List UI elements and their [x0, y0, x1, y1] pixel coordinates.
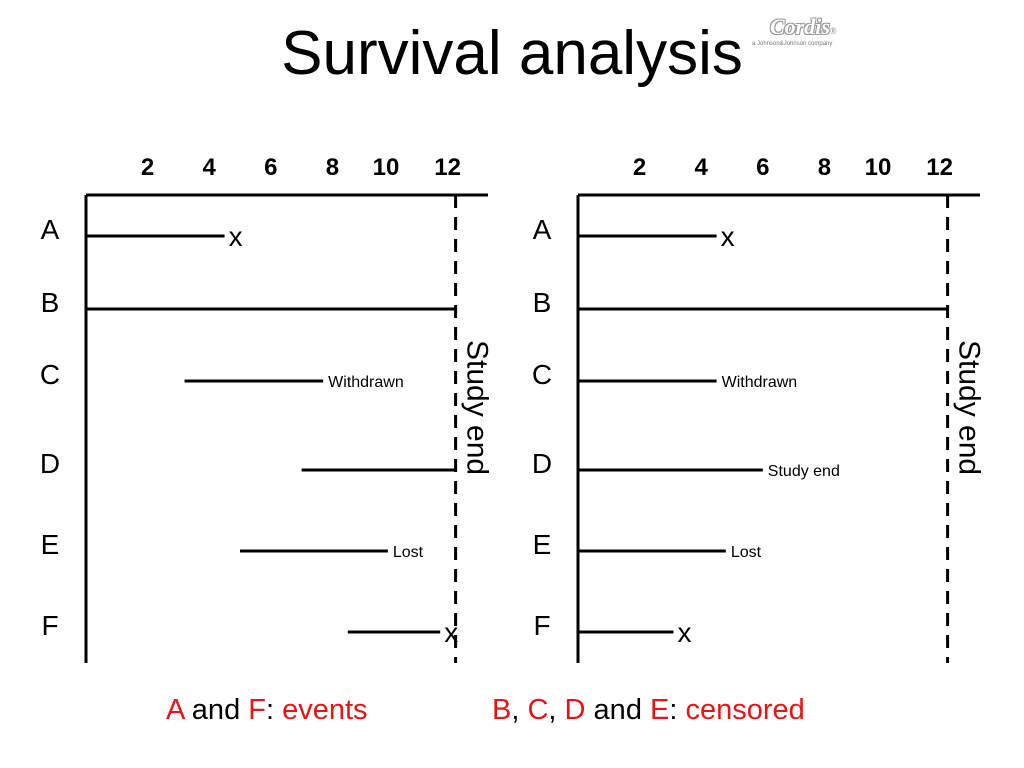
censor-marker: Study end [768, 463, 840, 480]
event-marker: x [677, 617, 691, 648]
event-marker: x [444, 617, 458, 648]
logo-wordmark: Cordis® [770, 14, 837, 39]
tick-label: 10 [865, 154, 892, 181]
tick-label: 4 [695, 154, 709, 181]
row-label: D [40, 448, 60, 479]
event-marker: x [721, 221, 735, 252]
tick-label: 10 [373, 154, 400, 181]
tick-label: 2 [141, 154, 154, 181]
study-end-label: Study end [953, 340, 986, 475]
page-title: Survival analysis [281, 19, 743, 88]
row-label: D [532, 448, 552, 479]
footer-events: A and F: events [166, 694, 368, 726]
tick-label: 4 [203, 154, 217, 181]
tick-label: 12 [926, 154, 953, 181]
row-label: A [41, 214, 60, 245]
censor-marker: Lost [731, 544, 762, 561]
tick-label: 2 [633, 154, 646, 181]
row-label: B [41, 287, 60, 318]
row-label: A [533, 214, 552, 245]
logo-tagline: a Johnson&Johnson company [752, 41, 833, 47]
tick-label: 8 [326, 154, 339, 181]
cordis-logo: Cordis® a Johnson&Johnson company [752, 12, 852, 52]
row-label: C [532, 359, 552, 390]
footer-censored: B, C, D and E: censored [492, 694, 805, 726]
event-marker: x [229, 221, 243, 252]
row-label: F [41, 610, 58, 641]
tick-label: 8 [818, 154, 831, 181]
row-label: E [533, 529, 552, 560]
row-label: B [533, 287, 552, 318]
row-label: E [41, 529, 60, 560]
censor-marker: Lost [393, 544, 424, 561]
censor-marker: Withdrawn [328, 374, 404, 391]
study-end-label: Study end [461, 340, 494, 475]
tick-label: 12 [434, 154, 461, 181]
row-label: F [533, 610, 550, 641]
tick-label: 6 [756, 154, 769, 181]
tick-label: 6 [264, 154, 277, 181]
row-label: C [40, 359, 60, 390]
censor-marker: Withdrawn [722, 374, 798, 391]
